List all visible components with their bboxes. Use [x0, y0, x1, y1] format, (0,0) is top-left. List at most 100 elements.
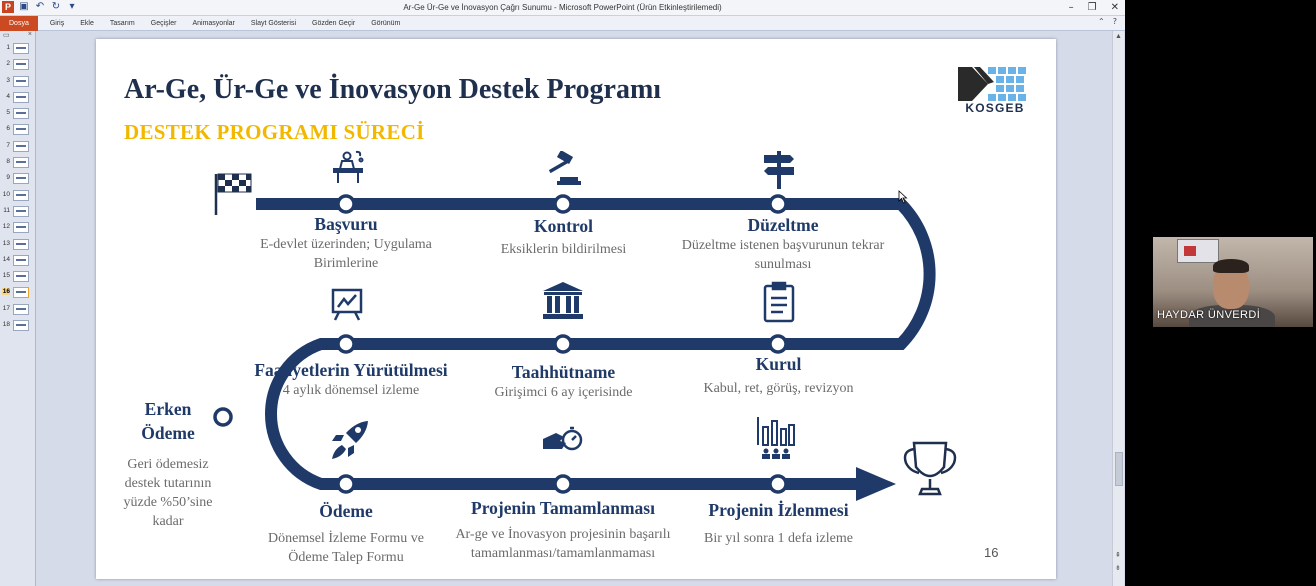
tab-slideshow[interactable]: Slayt Gösterisi: [250, 19, 296, 27]
tab-review[interactable]: Gözden Geçir: [312, 19, 356, 27]
customize-toolbar-icon[interactable]: ▾: [69, 1, 75, 12]
slide-thumbnail-number: 15: [2, 272, 10, 280]
thumbnail-pane-header: ▭ ×: [0, 31, 35, 41]
step-title: Başvuru: [314, 214, 378, 234]
participant-body: [1189, 305, 1275, 327]
step-izlenme: Projenin İzlenmesi Bir yıl sonra 1 defa …: [696, 500, 861, 548]
rocket-icon: [332, 421, 368, 459]
tab-animations[interactable]: Animasyonlar: [192, 19, 235, 27]
tab-insert[interactable]: Ekle: [80, 19, 94, 27]
slide-thumbnail[interactable]: 15: [0, 269, 35, 285]
slide-thumbnail-number: 2: [6, 60, 10, 68]
window-controls: – ❐ ✕: [1069, 0, 1119, 16]
window-title: Ar-Ge Ür-Ge ve İnovasyon Çağrı Sunumu - …: [403, 3, 722, 12]
scroll-thumb[interactable]: [1115, 452, 1123, 486]
slide-thumbnail[interactable]: 10: [0, 188, 35, 204]
vertical-scrollbar[interactable]: ▲ ⇞ ⇟: [1112, 31, 1124, 586]
redo-icon[interactable]: ↻: [51, 1, 61, 12]
slide-thumbnail-preview: [13, 124, 29, 136]
step-description: 4 aylık dönemsel izleme: [282, 383, 420, 398]
slide-thumbnail[interactable]: 12: [0, 220, 35, 236]
slide-thumbnail-number: 5: [6, 109, 10, 117]
wall-poster: [1177, 239, 1219, 263]
slide-thumbnail[interactable]: 13: [0, 237, 35, 253]
step-title: Erken Ödeme: [141, 399, 195, 443]
step-description: Eksiklerin bildirilmesi: [500, 242, 627, 257]
milestone-dot-erken: [213, 407, 233, 427]
minimize-button[interactable]: –: [1068, 2, 1074, 13]
step-odeme: Ödeme Dönemsel İzleme Formu ve Ödeme Tal…: [246, 501, 446, 567]
step-title: Faaliyetlerin Yürütülmesi: [254, 360, 448, 380]
step-description: Ar-ge ve İnovasyon projesinin başarılı t…: [455, 527, 671, 561]
milestone-dot-odeme: [336, 474, 356, 494]
slide-canvas[interactable]: Ar-Ge, Ür-Ge ve İnovasyon Destek Program…: [96, 39, 1056, 579]
step-description: Kabul, ret, görüş, revizyon: [703, 381, 854, 396]
tab-transitions[interactable]: Geçişler: [150, 19, 177, 27]
slide-thumbnail[interactable]: 14: [0, 253, 35, 269]
slide-thumbnail[interactable]: 17: [0, 302, 35, 318]
ribbon-tabs: Dosya Giriş Ekle Tasarım Geçişler Animas…: [0, 15, 1125, 31]
slide-thumbnail-number: 18: [2, 321, 10, 329]
slide-thumbnail[interactable]: 16: [0, 285, 35, 301]
tab-home[interactable]: Giriş: [49, 19, 65, 27]
save-icon[interactable]: ▣: [19, 1, 29, 12]
close-button[interactable]: ✕: [1110, 2, 1119, 13]
quick-access-toolbar: P ▣ ↶ ↻ ▾: [2, 1, 78, 13]
kosgeb-logo-text: KOSGEB: [965, 101, 1025, 115]
tab-view[interactable]: Görünüm: [371, 19, 401, 27]
slide-thumbnail-preview: [13, 320, 29, 332]
step-erken-odeme: Erken Ödeme Geri ödemesiz destek tutarın…: [120, 397, 216, 531]
slide-number: 16: [984, 545, 999, 560]
slide-thumbnail[interactable]: 7: [0, 139, 35, 155]
slide-thumbnail[interactable]: 4: [0, 90, 35, 106]
webcam-video-tile[interactable]: HAYDAR ÜNVERDİ: [1153, 237, 1313, 327]
close-pane-icon[interactable]: ×: [27, 31, 32, 38]
slide-thumbnail[interactable]: 3: [0, 74, 35, 90]
slide-thumbnail[interactable]: 2: [0, 57, 35, 73]
analytics-chart-icon: [757, 417, 795, 459]
slide-thumbnail-preview: [13, 205, 29, 217]
step-title: Taahhütname: [511, 362, 616, 382]
slide-thumbnail[interactable]: 1: [0, 41, 35, 57]
institution-building-icon: [543, 282, 583, 319]
hand-stopwatch-icon: [543, 426, 583, 451]
scroll-up-icon[interactable]: ▲: [1115, 33, 1122, 40]
milestone-dot-kontrol: [553, 194, 573, 214]
slide-thumbnail[interactable]: 5: [0, 106, 35, 122]
milestone-dot-kurul: [768, 334, 788, 354]
slide-thumbnail-number: 9: [6, 174, 10, 182]
slide-thumbnail-preview: [13, 43, 29, 54]
slide-thumbnail[interactable]: 8: [0, 155, 35, 171]
powerpoint-app-icon[interactable]: P: [2, 1, 14, 13]
slide-thumbnail[interactable]: 6: [0, 122, 35, 138]
slides-tab-icon[interactable]: ▭: [3, 32, 10, 39]
maximize-button[interactable]: ❐: [1087, 2, 1097, 13]
slide-thumbnail-preview: [13, 59, 29, 71]
step-description: Bir yıl sonra 1 defa izleme: [704, 531, 853, 546]
help-icon[interactable]: ?: [1112, 17, 1117, 26]
slide-thumbnail[interactable]: 11: [0, 204, 35, 220]
step-kurul: Kurul Kabul, ret, görüş, revizyon: [686, 354, 871, 398]
slide-thumbnail[interactable]: 18: [0, 318, 35, 334]
tab-design[interactable]: Tasarım: [109, 19, 135, 27]
slide-thumbnail[interactable]: 9: [0, 171, 35, 187]
milestone-dot-tamam: [553, 474, 573, 494]
chevron-up-icon[interactable]: ⌃: [1098, 17, 1105, 26]
checkered-flag-icon: [214, 173, 252, 215]
milestone-dot-duzeltme: [768, 194, 788, 214]
next-slide-icon[interactable]: ⇟: [1115, 565, 1121, 572]
title-bar: P ▣ ↶ ↻ ▾ Ar-Ge Ür-Ge ve İnovasyon Çağrı…: [0, 0, 1125, 16]
undo-icon[interactable]: ↶: [35, 1, 45, 12]
process-roadmap: [213, 173, 957, 501]
slide-thumbnail-preview: [13, 189, 29, 201]
slide-thumbnail-number: 16: [2, 288, 10, 296]
step-title: Projenin Tamamlanması: [471, 498, 655, 518]
milestone-dot-basvuru: [336, 194, 356, 214]
slide-thumbnail-preview: [13, 91, 29, 103]
milestone-dot-taahhut: [553, 334, 573, 354]
step-description: Düzeltme istenen başvurunun tekrar sunul…: [681, 238, 885, 272]
previous-slide-icon[interactable]: ⇞: [1115, 552, 1121, 559]
tab-file[interactable]: Dosya: [0, 15, 38, 31]
presentation-board-icon: [331, 288, 363, 321]
